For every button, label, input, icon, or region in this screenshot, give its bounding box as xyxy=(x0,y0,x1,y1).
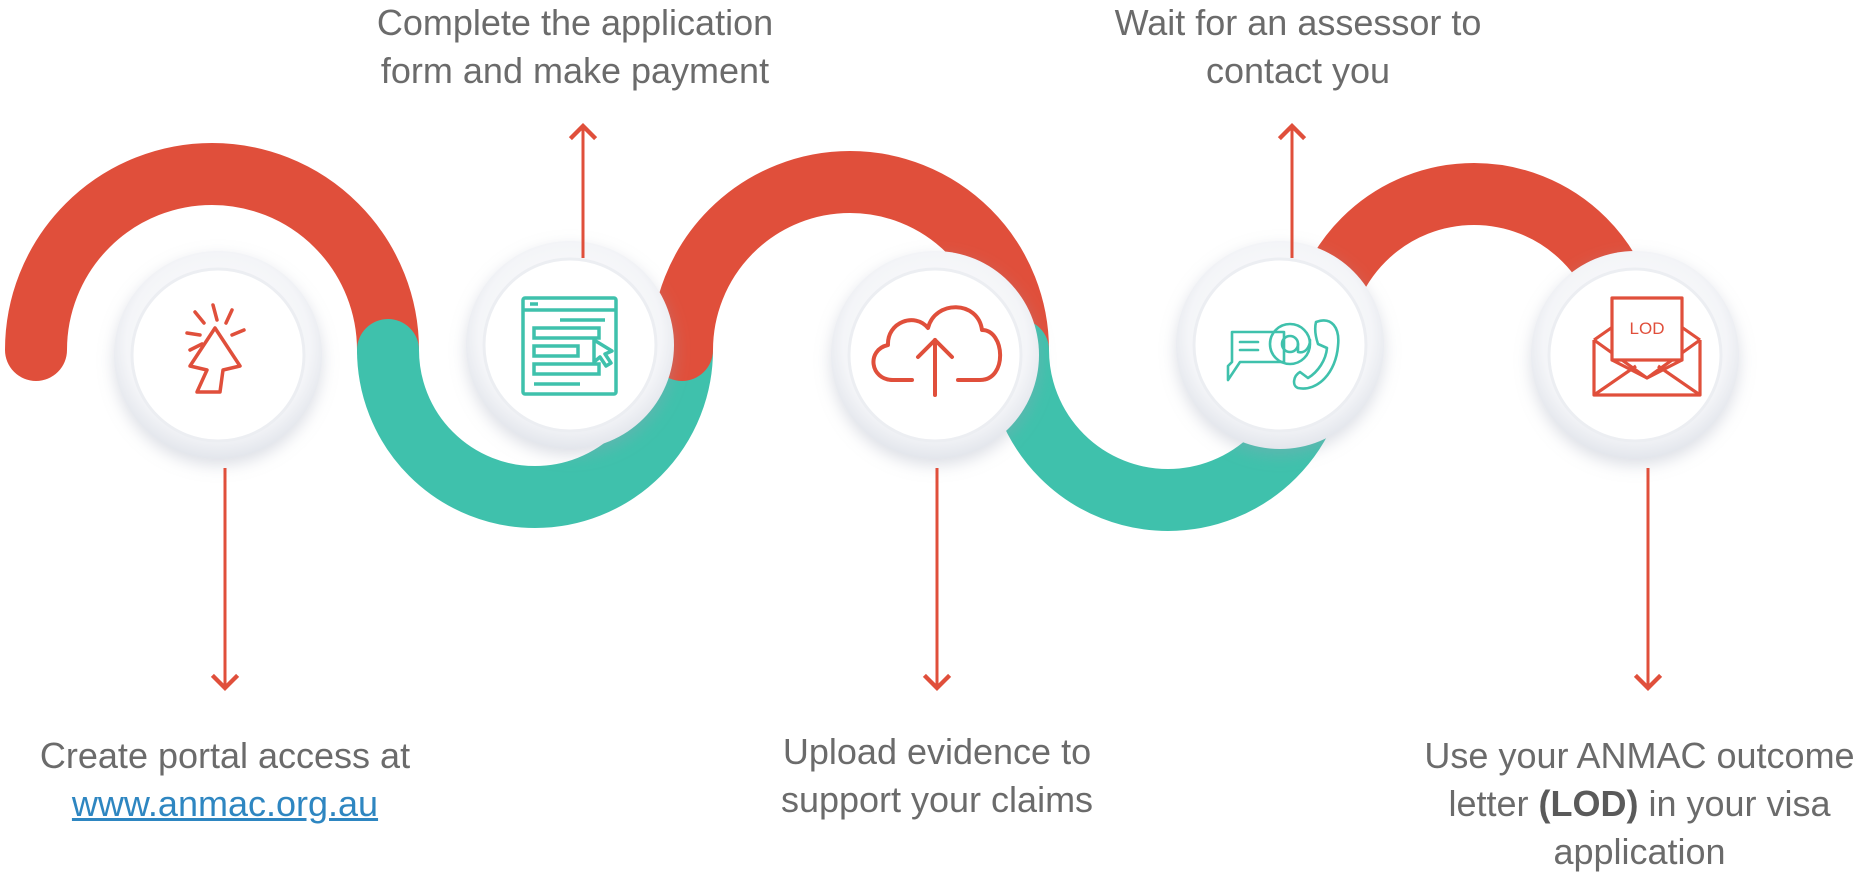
letter-envelope-icon: LOD xyxy=(1592,296,1702,397)
step-3-line-2: support your claims xyxy=(780,779,1094,820)
step-2-label: Complete the application form and make p… xyxy=(355,0,795,95)
step-1-label: Create portal access at www.anmac.org.au xyxy=(25,732,425,828)
letter-icon-text: LOD xyxy=(1630,319,1665,338)
lod-bold-text: (LOD) xyxy=(1538,783,1639,824)
cloud-upload-icon xyxy=(871,305,1002,397)
wave-arc-1 xyxy=(5,143,419,381)
anmac-website-link[interactable]: www.anmac.org.au xyxy=(71,783,379,824)
email-phone-contact-icon xyxy=(1226,319,1340,390)
step-4-line-1: Wait for an assessor to xyxy=(1114,2,1482,43)
step-5-line-1: Use your ANMAC outcome xyxy=(1424,735,1855,776)
step-circles xyxy=(114,241,1739,459)
step-3-label: Upload evidence to support your claims xyxy=(752,728,1122,824)
arrows xyxy=(210,122,1663,692)
step-2-line-1: Complete the application xyxy=(376,2,774,43)
step-5-label: Use your ANMAC outcome letter (LOD) in y… xyxy=(1417,732,1862,876)
application-form-icon xyxy=(521,296,618,396)
wave-arc-2 xyxy=(357,319,713,528)
step-4-line-2: contact you xyxy=(1205,50,1391,91)
step-4-label: Wait for an assessor to contact you xyxy=(1088,0,1508,95)
step-4-circle xyxy=(1176,241,1384,449)
step-5-line-2-post: in your visa xyxy=(1638,783,1831,824)
step-2-line-2: form and make payment xyxy=(380,50,770,91)
step-5-line-2-pre: letter xyxy=(1448,783,1539,824)
step-1-circle xyxy=(114,251,322,459)
step-1-text: Create portal access at xyxy=(39,735,411,776)
cursor-click-icon xyxy=(185,303,246,394)
step-3-line-1: Upload evidence to xyxy=(782,731,1092,772)
step-5-line-3: application xyxy=(1553,831,1726,872)
wave-arc-3 xyxy=(651,151,1049,381)
